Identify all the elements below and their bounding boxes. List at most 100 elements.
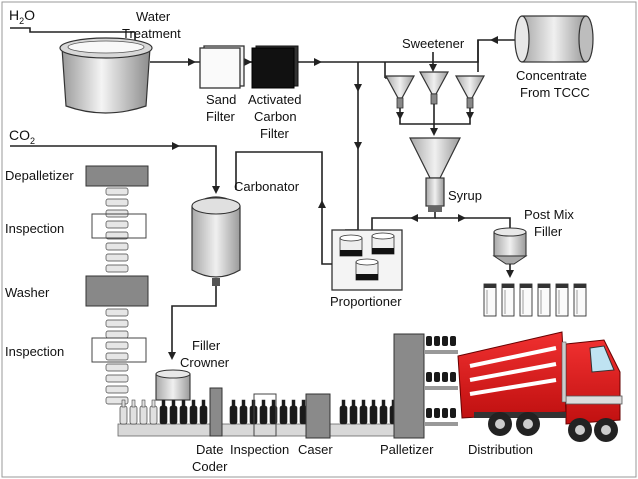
bottle-icon [434, 336, 440, 346]
syrup-tank [409, 137, 461, 212]
bottle-icon [105, 319, 129, 328]
distribution-label: Distribution [468, 442, 533, 457]
caser-label: Caser [298, 442, 333, 457]
washer-label: Washer [5, 285, 50, 300]
carbon-filter-label-2: Carbon [254, 109, 297, 124]
cup-icon [537, 283, 551, 317]
cup-icon [573, 283, 587, 317]
date-coder-machine [209, 387, 223, 437]
concentrate-label-2: From TCCC [520, 85, 590, 100]
bottle-icon [229, 405, 238, 425]
bottle-icon [359, 405, 368, 425]
bottle-icon [349, 405, 358, 425]
bottle-icon [426, 336, 432, 346]
inspection-label-3: Inspection [230, 442, 289, 457]
cup-icon [519, 283, 533, 317]
bottle-icon [426, 372, 432, 382]
bottle-icon [119, 405, 128, 425]
palletizer-label: Palletizer [380, 442, 434, 457]
bottle-icon [450, 372, 456, 382]
bottle-icon [139, 405, 148, 425]
bottle-icon [105, 187, 129, 196]
ingredient-hoppers [384, 71, 486, 109]
water-treatment-label-2: Treatment [122, 26, 181, 41]
post-mix-filler [492, 227, 528, 278]
bottle-icon [426, 408, 432, 418]
depalletizer-label: Depalletizer [5, 168, 74, 183]
bottle-icon [442, 408, 448, 418]
bottle-icon [379, 405, 388, 425]
cup-icon [501, 283, 515, 317]
concentrate-cylinder [514, 15, 594, 63]
bottle-icon [450, 408, 456, 418]
co2-label: CO2 [9, 127, 35, 146]
bottle-icon [179, 405, 188, 425]
cup-icon [555, 283, 569, 317]
activated-carbon-filter [251, 45, 299, 89]
co2-line [10, 142, 332, 265]
date-coder-label-1: Date [196, 442, 223, 457]
carbon-filter-label-3: Filter [260, 126, 290, 141]
carbonator [191, 196, 241, 286]
filler-crowner [155, 369, 191, 401]
bottle-processing-column [85, 165, 149, 405]
bottle-icon [239, 405, 248, 425]
carbonator-label: Carbonator [234, 179, 300, 194]
svg-text:H2O: H2O [9, 7, 35, 26]
bottle-icon [159, 405, 168, 425]
sand-filter-label-2: Filter [206, 109, 236, 124]
bottle-icon [105, 341, 129, 350]
bottle-icon [105, 264, 129, 273]
water-treatment-label-1: Water [136, 9, 171, 24]
caser-machine [305, 393, 331, 439]
proportioner [331, 229, 403, 291]
bottle-icon [105, 242, 129, 251]
syrup-label: Syrup [448, 188, 482, 203]
post-mix-label-2: Filler [534, 224, 563, 239]
bottle-conveyor [117, 333, 425, 439]
concentrate-label-1: Concentrate [516, 68, 587, 83]
bottle-icon [105, 308, 129, 317]
proportioner-label: Proportioner [330, 294, 402, 309]
sand-filter [199, 45, 245, 89]
post-mix-label-1: Post Mix [524, 207, 574, 222]
bottle-icon [369, 405, 378, 425]
bottle-icon [169, 405, 178, 425]
bottle-icon [105, 231, 129, 240]
sand-filter-label-1: Sand [206, 92, 236, 107]
bottle-icon [105, 330, 129, 339]
bottle-icon [129, 405, 138, 425]
carbonator-to-filler-line [168, 286, 217, 360]
hopper-collection-lines [396, 40, 479, 136]
bottle-icon [259, 405, 268, 425]
hopper-concentrate [454, 75, 486, 109]
bottle-icon [339, 405, 348, 425]
inspection-station [253, 393, 277, 437]
hopper-sweetener [418, 71, 450, 105]
cup-icon [483, 283, 497, 317]
bottle-icon [442, 336, 448, 346]
bottle-icon [105, 198, 129, 207]
bottle-icon [450, 336, 456, 346]
date-coder-label-2: Coder [192, 459, 228, 474]
inspection-label-2: Inspection [5, 344, 64, 359]
pallet-stack [424, 336, 458, 426]
bottle-icon [105, 374, 129, 383]
bottle-icon [149, 405, 158, 425]
palletizer-machine [393, 333, 425, 439]
carbon-filter-label-1: Activated [248, 92, 301, 107]
filler-crowner-label-1: Filler [192, 338, 221, 353]
water-treatment-tank [59, 37, 153, 114]
bottle-icon [105, 363, 129, 372]
bottle-icon [289, 405, 298, 425]
bottle-icon [105, 220, 129, 229]
bottle-icon [189, 405, 198, 425]
bottle-icon [105, 253, 129, 262]
post-mix-containers [483, 283, 587, 317]
bottle-icon [105, 352, 129, 361]
bottle-icon [434, 408, 440, 418]
bottle-icon [279, 405, 288, 425]
filler-crowner-label-2: Crowner [180, 355, 230, 370]
